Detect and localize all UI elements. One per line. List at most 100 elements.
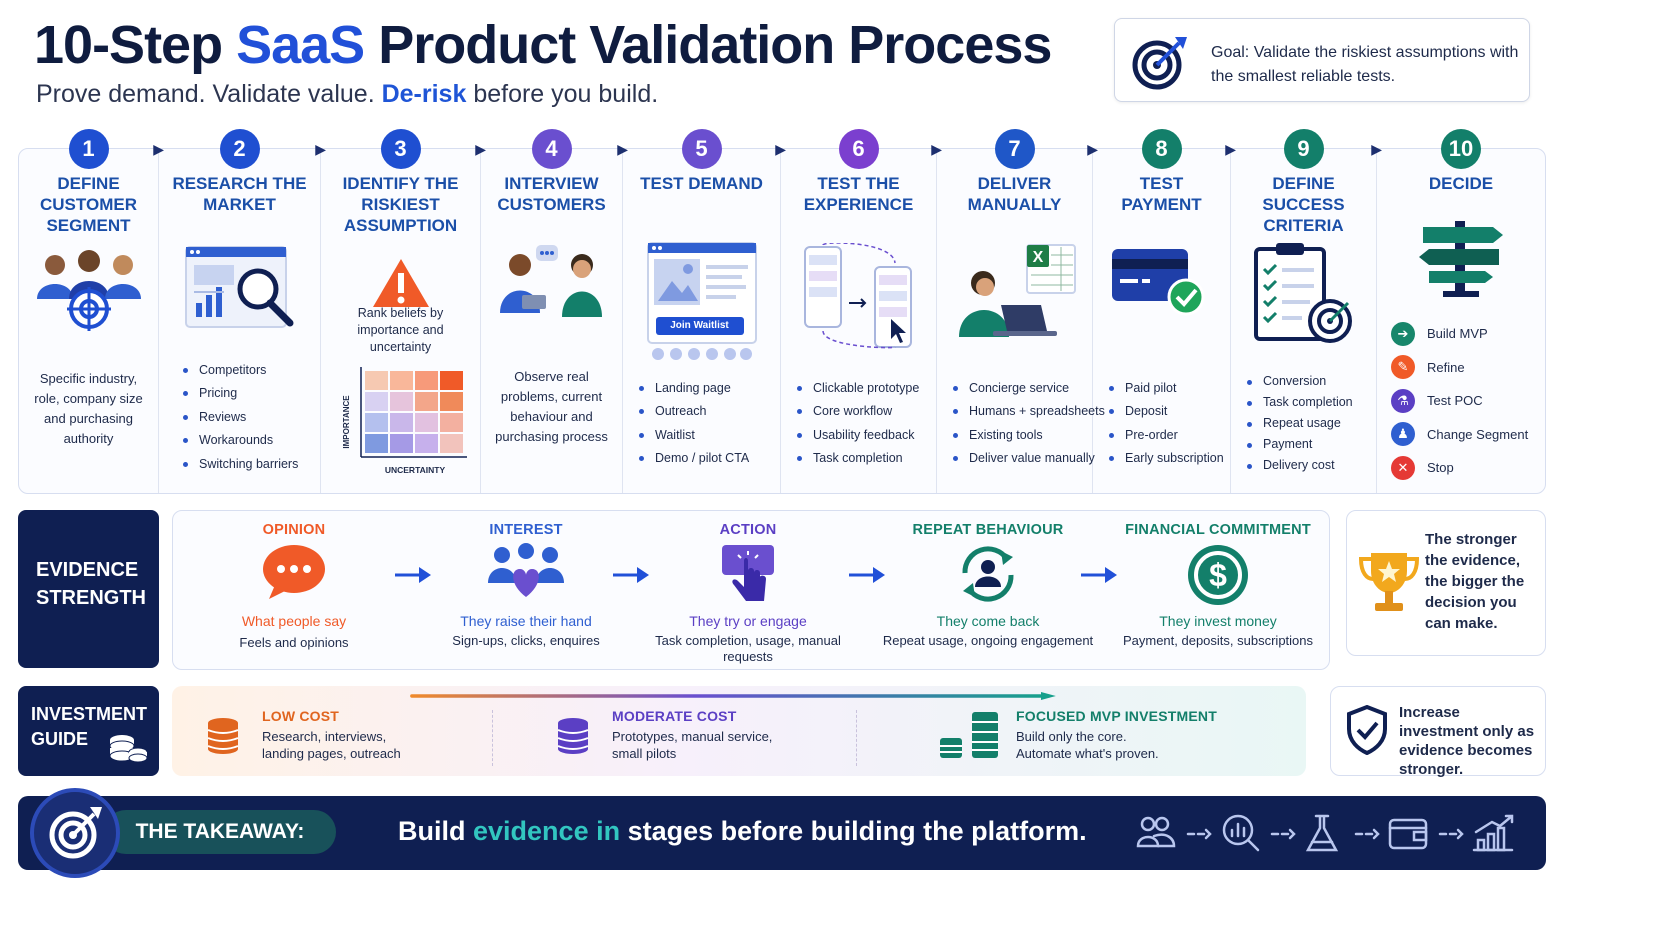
evidence-callout-text: The stronger the evidence, the bigger th… (1425, 531, 1525, 632)
target-icon (1132, 37, 1187, 90)
investment-callout: Increase investment only as evidence bec… (1330, 686, 1546, 778)
coins-icon (109, 735, 148, 763)
step-bullet: Switching barriers (181, 453, 298, 476)
investment-tier-line-1: Research, interviews, (262, 729, 387, 744)
subtitle-part: before you build. (473, 80, 659, 108)
investment-tier-line-1: Build only the core. (1016, 729, 1127, 744)
join-waitlist-button[interactable]: Join Waitlist (670, 320, 729, 331)
decision-label: Refine (1427, 359, 1465, 375)
step-title: Research the Market (172, 174, 307, 214)
evidence-stage-subtitle: They invest money (1159, 613, 1277, 629)
target-icon (49, 807, 102, 859)
step-title: Identify the Riskiest Assumption (342, 174, 459, 235)
evidence-stage-subtitle: They come back (936, 613, 1040, 629)
arrow-icon (1186, 828, 1212, 840)
step-bullet: Waitlist (637, 424, 749, 447)
tier-divider (492, 710, 493, 766)
takeaway-label: THE TAKEAWAY: (104, 810, 336, 854)
evidence-stage-description: Repeat usage, ongoing engagement (882, 633, 1094, 648)
decision-options: ➔Build MVP✎Refine⚗Test POC♟Change Segmen… (1391, 317, 1528, 485)
decision-icon: ✎ (1391, 355, 1415, 380)
arrow-icon (1270, 828, 1296, 840)
step-title: Test the Experience (803, 174, 914, 214)
investment-label-text: INVESTMENT GUIDE (31, 704, 148, 749)
arrow-right-icon: ▶ (475, 141, 486, 157)
investment-tier-title: MODERATE COST (612, 708, 737, 724)
prototype-icon (803, 242, 915, 358)
people-target-icon (33, 243, 145, 338)
step-bullet: Core workflow (795, 400, 919, 423)
takeaway-highlight: evidence in (473, 816, 621, 846)
step-bullet: Pricing (181, 382, 298, 405)
credit-card-icon (1110, 243, 1214, 328)
takeaway-bar: THE TAKEAWAY: Build evidence in stages b… (18, 788, 1546, 878)
step-bullet: Early subscription (1107, 447, 1224, 470)
evidence-stage-title: FINANCIAL COMMITMENT (1125, 522, 1311, 538)
step-9: 9▶Define Success CriteriaConversionTask … (1231, 129, 1382, 493)
step-bullet: Paid pilot (1107, 377, 1224, 400)
step-description: Specific industry, role, company size an… (34, 371, 143, 446)
warning-matrix-icon (371, 257, 431, 314)
step-bullet: Humans + spreadsheets (951, 400, 1105, 423)
step-bullet: Landing page (637, 377, 749, 400)
step-bullet: Pre-order (1107, 424, 1224, 447)
evidence-stage-subtitle: They raise their hand (460, 613, 592, 629)
step-bullet: Concierge service (951, 377, 1105, 400)
evidence-stage-subtitle: What people say (241, 613, 347, 629)
svg-text:UNCERTAINTY: UNCERTAINTY (385, 465, 446, 475)
step-bullet: Reviews (181, 406, 298, 429)
arrow-right-icon: ▶ (315, 141, 326, 157)
people-icon (1136, 816, 1176, 848)
wallet-icon (1388, 818, 1428, 850)
evidence-stage-description: Task completion, usage, manual requests (655, 633, 841, 664)
title-part: 10-Step (34, 15, 223, 75)
decision-test-poc: ⚗Test POC (1391, 384, 1528, 418)
magnifier-chart-icon (1222, 814, 1260, 852)
coins-icon (206, 716, 240, 761)
evidence-stage-title: REPEAT BEHAVIOUR (912, 522, 1064, 538)
dollar-coin-icon: $ (1186, 543, 1250, 612)
decision-label: Test POC (1427, 393, 1483, 408)
arrow-right-icon (613, 565, 649, 590)
investment-callout-text: Increase investment only as evidence bec… (1399, 704, 1535, 778)
evidence-stage-subtitle: They try or engage (689, 613, 807, 629)
evidence-stage-description: Feels and opinions (239, 635, 349, 650)
step-bullet: Payment (1245, 434, 1353, 455)
step-4: 4▶Interview CustomersObserve real proble… (481, 129, 628, 493)
step-bullet: Deliver value manually (951, 447, 1105, 470)
research-magnifier-icon (184, 243, 296, 334)
shield-check-icon (1347, 705, 1387, 755)
step-title: Deliver Manually (967, 174, 1062, 214)
tier-divider (856, 710, 857, 766)
arrow-right-icon: ▶ (1087, 141, 1098, 157)
decision-build-mvp: ➔Build MVP (1391, 317, 1528, 351)
step-number-badge: 8 (1141, 129, 1182, 169)
step-bullet: Task completion (795, 447, 919, 470)
steps-row: 1▶Define Customer SegmentSpecific indust… (18, 129, 1546, 494)
decision-icon: ✕ (1391, 455, 1415, 480)
step-number-badge: 3 (380, 129, 421, 169)
signpost-icon (1413, 221, 1509, 302)
step-bullet: Repeat usage (1245, 413, 1353, 434)
decision-icon: ➔ (1391, 321, 1415, 346)
step-bullet: Deposit (1107, 400, 1224, 423)
coins-stack-icon (938, 708, 1002, 765)
step-title: Test Payment (1121, 174, 1202, 214)
evidence-stage-title: ACTION (719, 522, 777, 538)
subtitle-highlight: De-risk (381, 80, 467, 108)
step-bullet: Demo / pilot CTA (637, 447, 749, 470)
checklist-target-icon (1252, 243, 1356, 352)
investment-tier-line-2: Automate what's proven. (1016, 746, 1159, 761)
page-title: 10-Step SaaS Product Validation Process (34, 14, 1052, 76)
svg-text:X: X (1032, 249, 1043, 266)
step-6: 6▶Test the ExperienceClickable prototype… (781, 129, 942, 493)
